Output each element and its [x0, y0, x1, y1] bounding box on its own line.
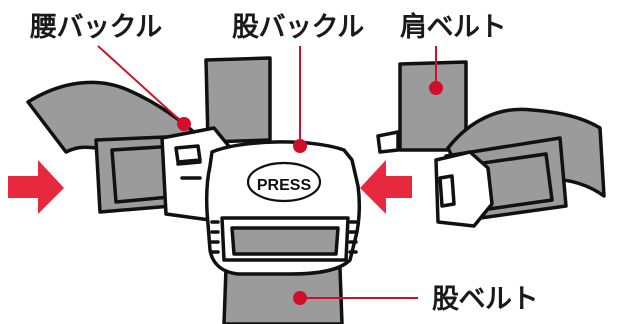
crotch-buckle-label: 股バックル: [232, 12, 364, 43]
left-shoulder-strap: [204, 56, 272, 144]
press-button[interactable]: [246, 161, 322, 203]
waist-buckle-pointer: [97, 45, 185, 125]
crotch-belt-label: 股ベルト: [432, 284, 539, 315]
right-buckle-tongue: [434, 150, 494, 228]
press-label: PRESS: [257, 177, 312, 194]
arrow-left-icon: [360, 160, 412, 214]
crotch-belt-strap: [222, 266, 344, 324]
arrow-right-icon: [8, 160, 64, 214]
waist-buckle-label: 腰バックル: [30, 12, 162, 43]
shoulder-belt-label: 肩ベルト: [400, 12, 507, 43]
